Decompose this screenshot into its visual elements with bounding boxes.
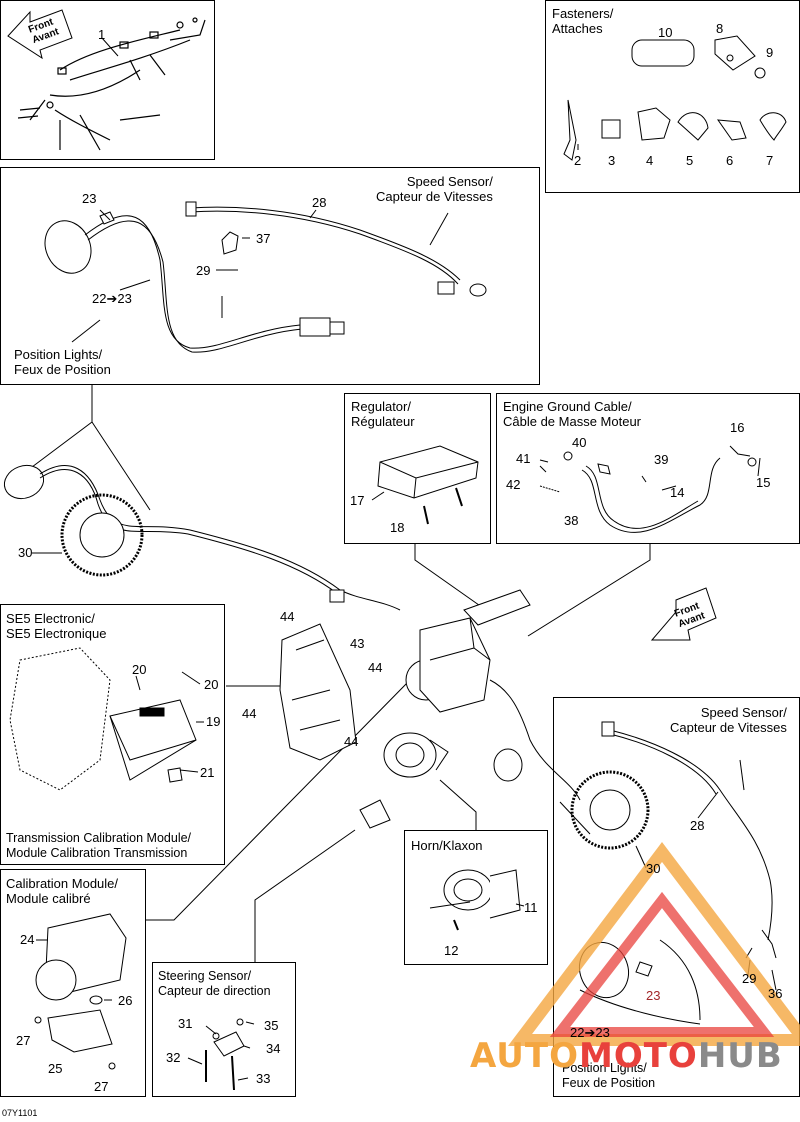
position-lights-right-caption: Position Lights/Feux de Position (562, 1061, 656, 1090)
callout-20-a: 20 (132, 662, 147, 677)
callout-40: 40 (572, 435, 587, 450)
callout-31: 31 (178, 1016, 193, 1031)
callout-12: 12 (444, 943, 459, 958)
center-harness-drawing (3, 464, 401, 611)
steering-caption: Steering Sensor/Capteur de direction (158, 969, 271, 998)
callout-10: 10 (658, 25, 673, 40)
watermark-text: AUTOMOTOHUB (470, 1036, 783, 1076)
callout-19: 19 (206, 714, 221, 729)
callout-33: 33 (256, 1071, 271, 1086)
main-wiring-harness-drawing (17, 17, 206, 151)
steering-sensor-center-drawing (359, 799, 391, 829)
callout-29-top: 29 (196, 263, 211, 278)
callout-26: 26 (118, 993, 133, 1008)
callout-17: 17 (350, 493, 365, 508)
fasteners-box (545, 0, 800, 193)
horn-box (404, 830, 548, 965)
callout-23-right: 23 (646, 988, 661, 1003)
callout-23-top: 23 (82, 191, 97, 206)
fasteners-caption: Fasteners/Attaches (552, 6, 614, 36)
callout-3: 3 (608, 153, 616, 168)
horn-drawing (429, 869, 521, 931)
callout-2: 2 (574, 153, 582, 168)
horn-caption: Horn/Klaxon (411, 838, 483, 853)
horn-center-drawing (383, 732, 449, 778)
tcm-caption: Transmission Calibration Module/Module C… (6, 831, 192, 860)
callout-5: 5 (686, 153, 694, 168)
callout-38: 38 (564, 513, 579, 528)
callout-27-b: 27 (94, 1079, 109, 1094)
callout-21: 21 (200, 765, 215, 780)
steering-sensor-box (152, 962, 296, 1097)
engine-ground-caption: Engine Ground Cable/Câble de Masse Moteu… (503, 399, 642, 429)
bracket-drawing (279, 623, 357, 761)
callout-27-a: 27 (16, 1033, 31, 1048)
front-arrow-icon (7, 9, 73, 60)
callout-44-d: 44 (344, 734, 359, 749)
calibration-module-drawing (34, 913, 127, 1070)
callout-30-right: 30 (646, 861, 661, 876)
engine-ground-cable-box (496, 393, 800, 544)
callout-9: 9 (766, 45, 774, 60)
figure-code: 07Y1101 (2, 1108, 38, 1118)
calibration-caption: Calibration Module/Module calibré (6, 876, 119, 906)
callout-14: 14 (670, 485, 685, 500)
speed-sensor-top-drawing (185, 201, 487, 318)
callout-35: 35 (264, 1018, 279, 1033)
speed-sensor-top-caption: Speed Sensor/Capteur de Vitesses (376, 174, 493, 204)
abs-module-center-drawing (405, 589, 581, 801)
fastener-parts-drawing (563, 35, 787, 161)
callout-24: 24 (20, 932, 35, 947)
se5-electronic-drawing (9, 647, 197, 791)
position-lights-top-caption: Position Lights/Feux de Position (14, 347, 111, 377)
position-light-top-drawing (44, 211, 345, 353)
callout-22-23-right: 22➔23 (570, 1025, 610, 1040)
callout-44-c: 44 (242, 706, 257, 721)
callout-15: 15 (756, 475, 771, 490)
callout-4: 4 (646, 153, 654, 168)
regulator-caption: Regulator/Régulateur (351, 399, 415, 429)
callout-7: 7 (766, 153, 774, 168)
callout-28-right: 28 (690, 818, 705, 833)
callout-22-23-top: 22➔23 (92, 291, 132, 306)
callout-28-top: 28 (312, 195, 327, 210)
callout-39: 39 (654, 452, 669, 467)
speed-sensor-right-caption: Speed Sensor/Capteur de Vitesses (670, 705, 787, 735)
callout-32: 32 (166, 1050, 181, 1065)
position-light-center-drawing (493, 748, 523, 782)
callout-36: 36 (768, 986, 783, 1001)
callout-43: 43 (350, 636, 365, 651)
callout-30-left: 30 (18, 545, 33, 560)
callout-34: 34 (266, 1041, 281, 1056)
se5-caption: SE5 Electronic/SE5 Electronique (6, 611, 107, 641)
callout-25: 25 (48, 1061, 63, 1076)
regulator-drawing (377, 445, 479, 525)
callout-44-a: 44 (280, 609, 295, 624)
callout-11: 11 (524, 900, 538, 915)
callout-1: 1 (98, 27, 106, 42)
callout-44-b: 44 (368, 660, 383, 675)
callout-20-b: 20 (204, 677, 219, 692)
callout-6: 6 (726, 153, 734, 168)
front-arrow-icon-center (650, 587, 717, 641)
callout-37: 37 (256, 231, 271, 246)
callout-16: 16 (730, 420, 745, 435)
callout-42: 42 (506, 477, 521, 492)
callout-41: 41 (516, 451, 531, 466)
callout-29-right: 29 (742, 971, 757, 986)
callout-8: 8 (716, 21, 724, 36)
callout-18: 18 (390, 520, 405, 535)
engine-ground-cable-drawing (539, 445, 757, 533)
